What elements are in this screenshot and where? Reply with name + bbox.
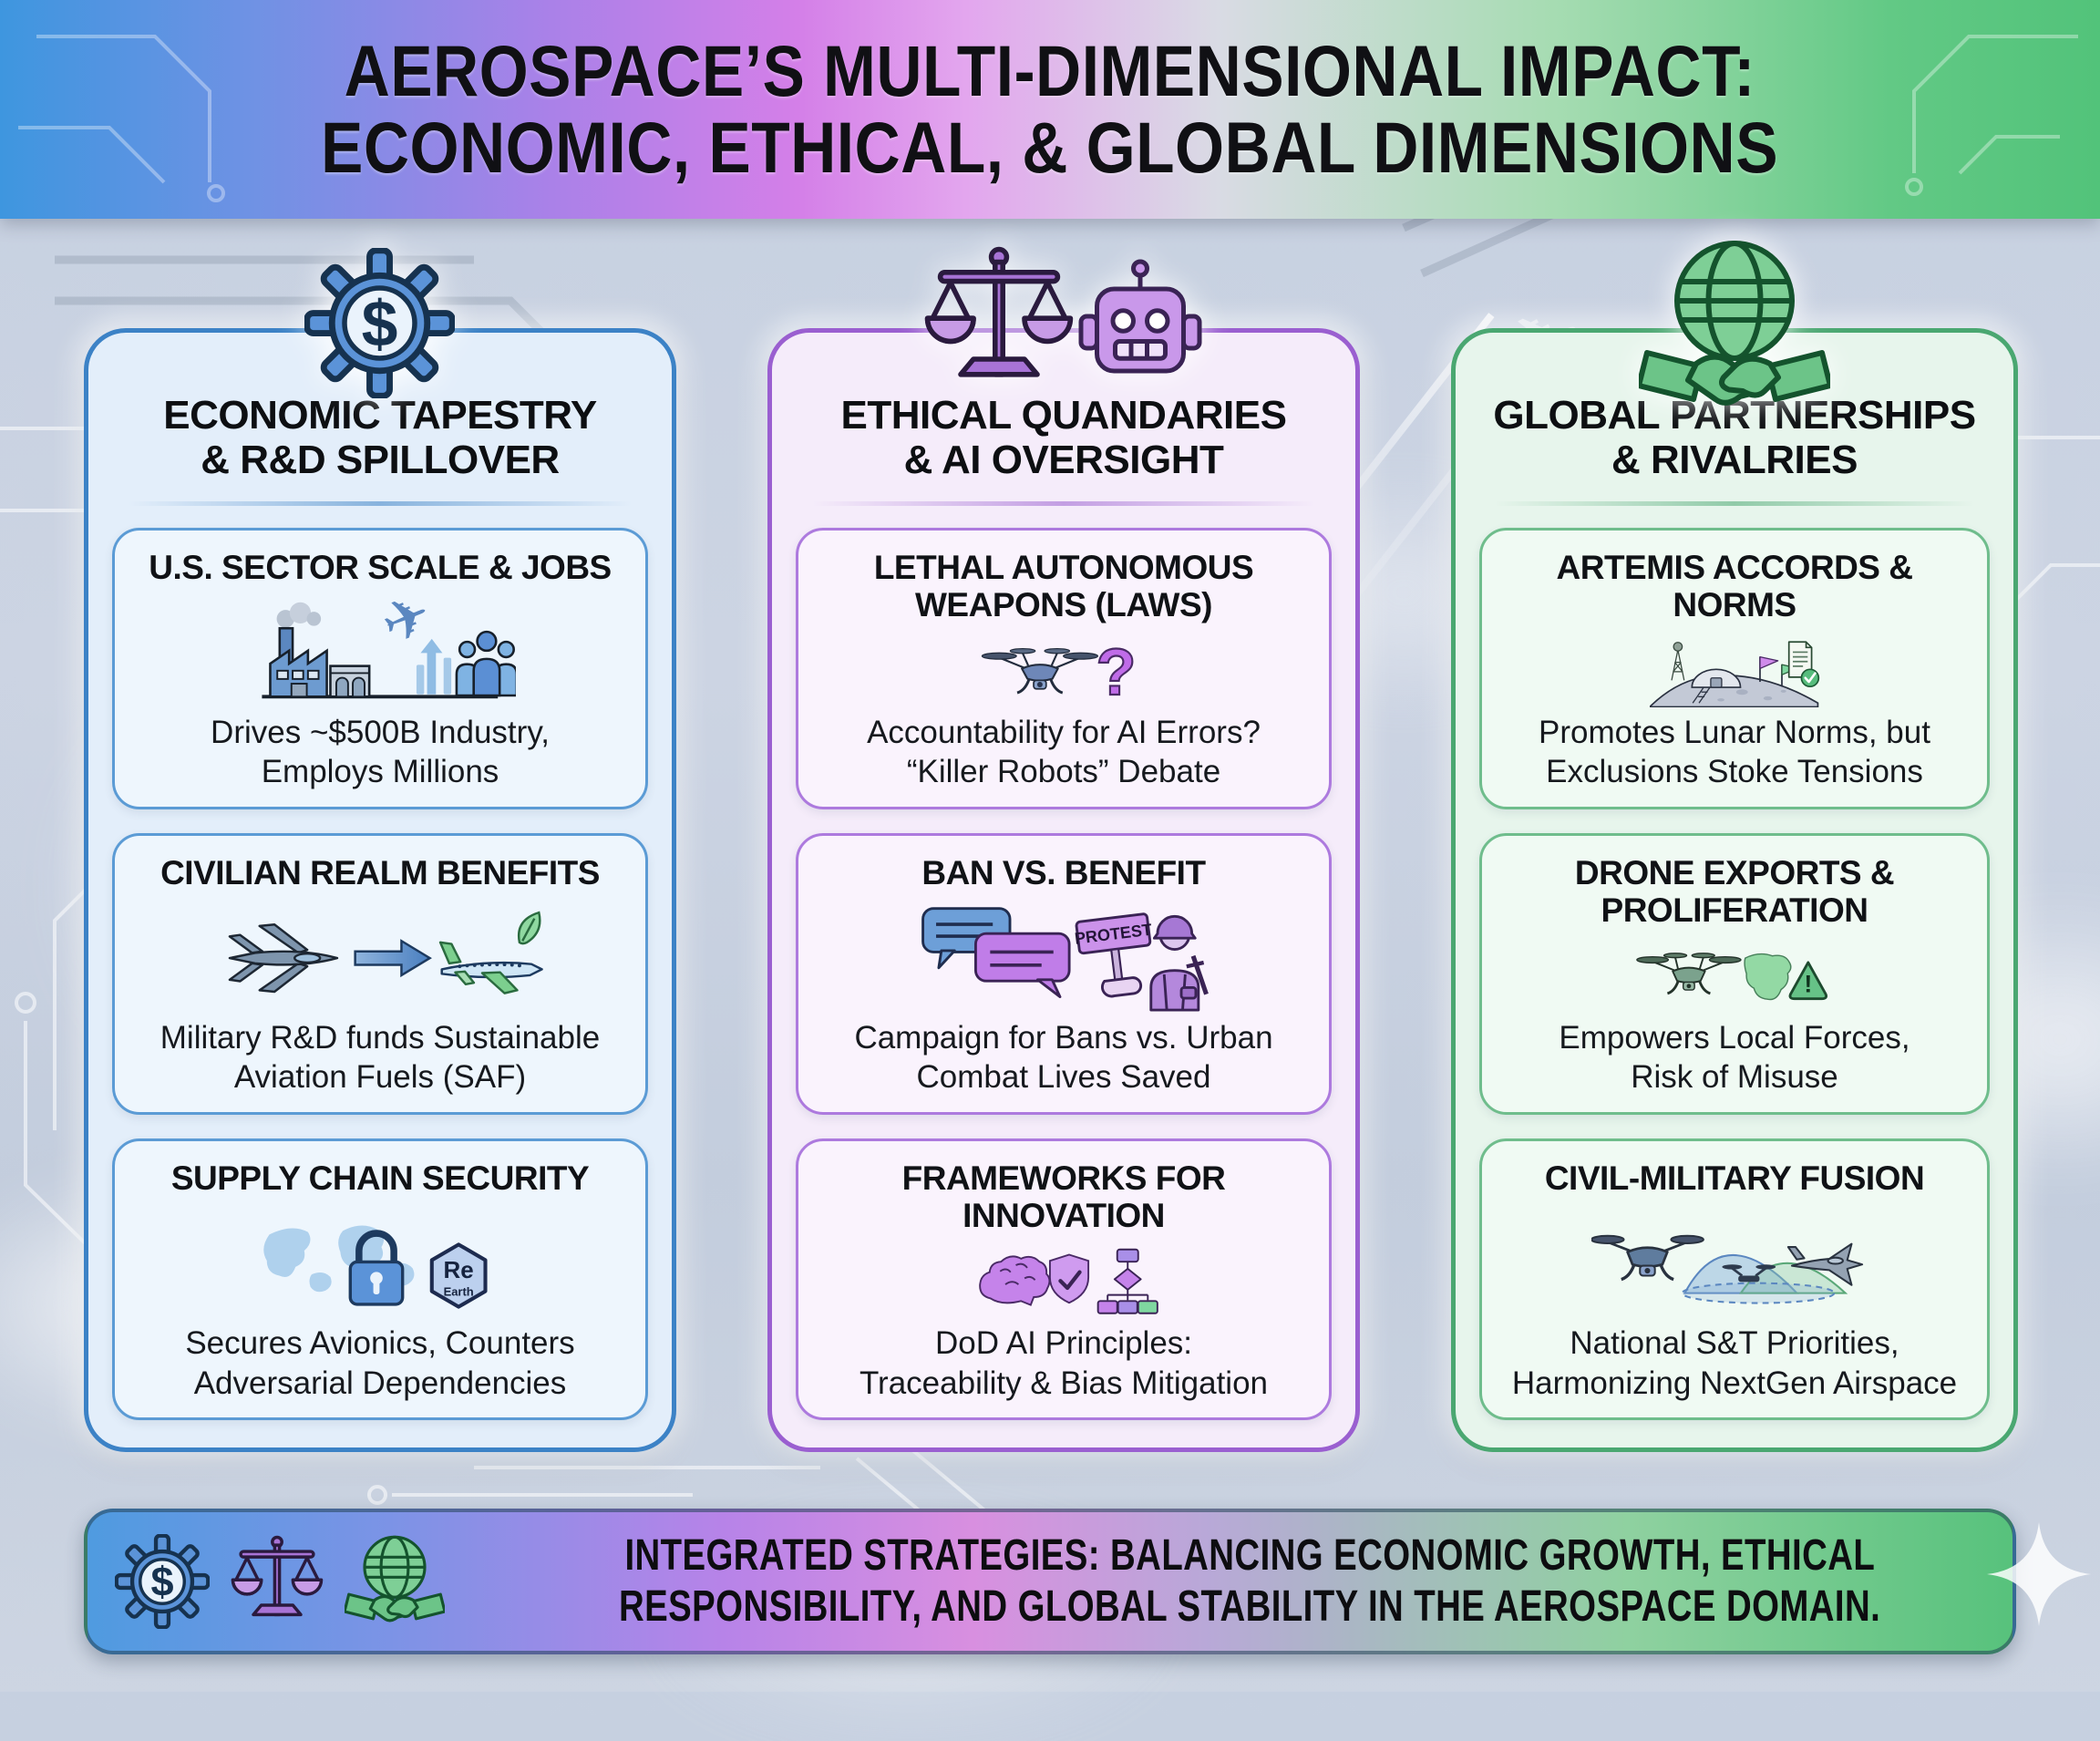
footer-text: INTEGRATED STRATEGIES: BALANCING ECONOMI… [619, 1531, 1881, 1631]
card-us-sector-scale-jobs: U.S. SECTOR SCALE & JOBS [112, 527, 648, 809]
scales-icon [230, 1534, 324, 1629]
column-global: GLOBAL PARTNERSHIPS & RIVALRIES ARTEMIS … [1451, 328, 2018, 1452]
fighter-jet-icon [228, 923, 338, 994]
column-heading: ETHICAL QUANDARIES & AI OVERSIGHT [840, 393, 1287, 483]
export-drone-icon [1635, 952, 1742, 994]
lunar-base-icon [1650, 642, 1819, 707]
footer-icons [115, 1531, 445, 1632]
column-ethical: ETHICAL QUANDARIES & AI OVERSIGHT LETHAL… [767, 328, 1360, 1452]
fighter-jet-icon [1786, 1242, 1864, 1287]
shield-check-icon [1048, 1253, 1089, 1304]
svg-text:Re: Re [443, 1259, 473, 1284]
small-drone-icon [1722, 1264, 1776, 1283]
green-airliner-icon [438, 941, 543, 994]
column-heading: ECONOMIC TAPESTRY & R&D SPILLOVER [163, 393, 597, 483]
flowchart-icon [1096, 1248, 1158, 1314]
fusion-drone-icon [1590, 1235, 1704, 1282]
card-supply-chain-security: SUPPLY CHAIN SECURITY [112, 1138, 648, 1420]
heading-divider [811, 500, 1316, 506]
padlock-icon [348, 1230, 405, 1306]
factory-icon [269, 602, 371, 698]
svg-text:Earth: Earth [443, 1285, 473, 1299]
warning-triangle-icon: ! [1788, 961, 1827, 1000]
rare-earth-hexagon-icon: Re Earth [429, 1242, 488, 1309]
brain-icon [978, 1255, 1051, 1306]
card-frameworks-for-innovation: FRAMEWORKS FOR INNOVATION [796, 1138, 1332, 1420]
chat-bubbles-icon [921, 907, 1071, 999]
gear-dollar-icon [115, 1534, 210, 1629]
card-ban-vs-benefit: BAN VS. BENEFIT [796, 832, 1332, 1115]
scales-robot-icon [922, 239, 1205, 412]
card-civil-military-fusion: CIVIL-MILITARY FUSION [1479, 1138, 1990, 1420]
gear-dollar-icon [304, 248, 455, 398]
card-lethal-autonomous-weapons: LETHAL AUTONOMOUS WEAPONS (LAWS) [796, 527, 1332, 809]
transition-arrow-icon [353, 939, 432, 978]
heading-divider [128, 500, 633, 506]
scales-icon [922, 244, 1076, 397]
page-title-line1: AEROSPACE’S MULTI-DIMENSIONAL IMPACT: [344, 30, 1756, 112]
footer-banner: INTEGRATED STRATEGIES: BALANCING ECONOMI… [84, 1509, 2016, 1654]
region-map-icon [1744, 953, 1792, 1000]
card-artemis-accords-norms: ARTEMIS ACCORDS & NORMS [1479, 527, 1990, 809]
page-title-line2: ECONOMIC, ETHICAL, & GLOBAL DIMENSIONS [321, 107, 1779, 188]
accords-document-icon [1788, 641, 1820, 688]
card-civilian-realm-benefits: CIVILIAN REALM BENEFITS [112, 832, 648, 1115]
question-mark-icon: ? [1096, 636, 1137, 707]
card-drone-exports-proliferation: DRONE EXPORTS & PROLIFERATION [1479, 832, 1990, 1115]
globe-handshake-icon [1639, 232, 1830, 424]
sparkle-icon [1985, 1520, 2093, 1628]
header-band: AEROSPACE’S MULTI-DIMENSIONAL IMPACT: EC… [0, 0, 2100, 219]
growth-arrow-icon [417, 638, 452, 695]
drone-icon [982, 648, 1099, 695]
svg-text:!: ! [1804, 970, 1812, 997]
soldier-icon [1148, 915, 1209, 1012]
robot-icon [1072, 257, 1209, 394]
protest-sign-icon: PROTEST [1074, 912, 1153, 998]
workforce-icon [455, 630, 516, 697]
globe-handshake-icon [345, 1531, 445, 1632]
leaf-icon [517, 911, 541, 945]
column-economic: ECONOMIC TAPESTRY & R&D SPILLOVER U.S. S… [84, 328, 676, 1452]
heading-divider [1494, 500, 1975, 506]
